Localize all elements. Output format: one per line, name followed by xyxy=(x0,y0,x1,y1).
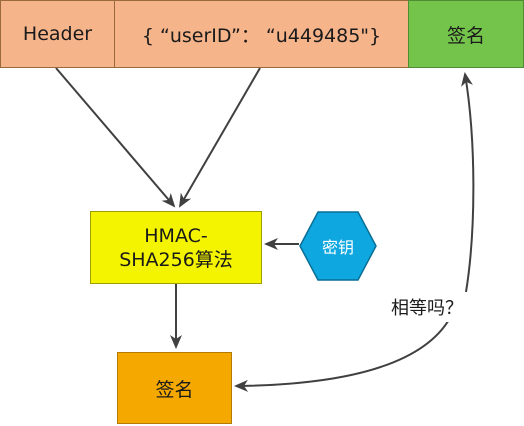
signature-label: 签名 xyxy=(446,24,485,47)
header-label: Header xyxy=(22,23,93,45)
compare-label: 相等吗？ xyxy=(389,292,465,322)
header-cell: Header xyxy=(0,0,115,68)
signature-cell: 签名 xyxy=(408,0,524,68)
arrow-compare-down xyxy=(234,317,451,392)
hmac-line-2: SHA256算法 xyxy=(119,248,233,271)
result-signature-box: 签名 xyxy=(117,352,232,424)
arrow-header-to-hmac xyxy=(55,67,176,208)
payload-cell: { “userID”： “u449485"} xyxy=(114,0,409,68)
arrow-compare-up xyxy=(461,72,475,293)
result-signature-label: 签名 xyxy=(155,378,194,401)
arrow-payload-to-hmac xyxy=(178,67,261,208)
payload-label: { “userID”： “u449485"} xyxy=(141,24,382,47)
hmac-line-1: HMAC- xyxy=(144,224,208,247)
secret-key-label: 密钥 xyxy=(321,238,354,257)
secret-key-hexagon xyxy=(299,211,377,281)
hmac-algorithm-box: HMAC- SHA256算法 xyxy=(90,211,262,284)
